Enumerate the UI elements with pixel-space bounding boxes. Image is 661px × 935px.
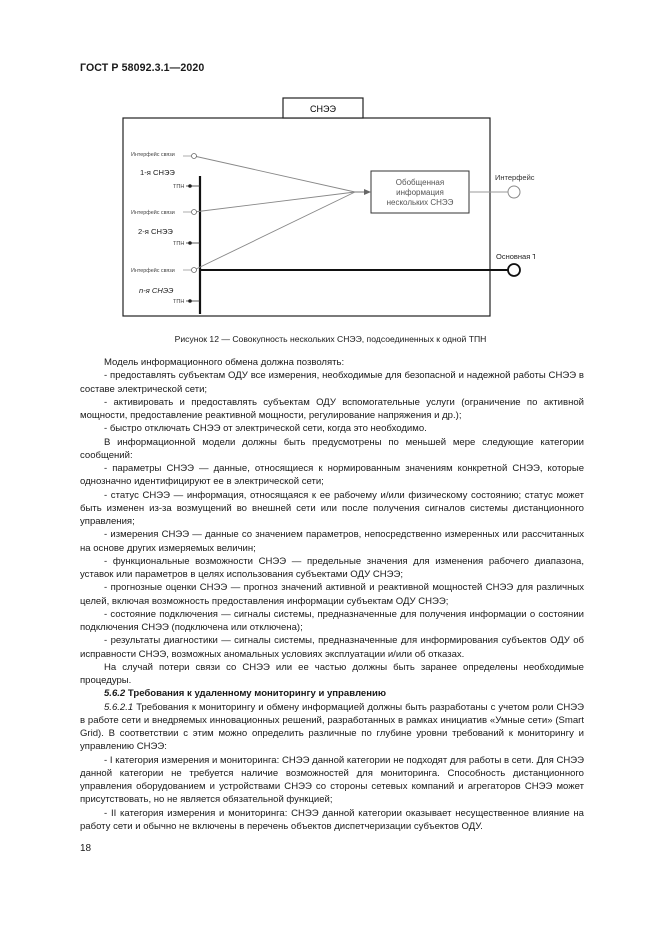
right-iface-terminal: [507, 185, 521, 199]
page-number: 18: [80, 843, 92, 854]
center-box-line-1: Обобщенная: [396, 178, 444, 187]
paragraph: На случай потери связи со СНЭЭ или ее ча…: [80, 661, 584, 686]
document-header: ГОСТ Р 58092.3.1—2020: [80, 62, 205, 74]
unit-2-label: 2-я СНЭЭ: [138, 227, 173, 236]
unit-2-iface-label: Интерфейс связи: [131, 209, 175, 216]
paragraph: В информационной модели должны быть пред…: [80, 436, 584, 461]
center-box: [370, 170, 470, 214]
figure-title: СНЭЭ: [310, 104, 336, 114]
subsection-number: 5.6.2.1: [104, 701, 134, 713]
unit-1-iface-label: Интерфейс связи: [131, 151, 175, 158]
unit-2-tpn-label: ТПН: [173, 241, 184, 247]
list-item: - активировать и предоставлять субъектам…: [80, 396, 584, 421]
outer-frame: [122, 117, 491, 317]
unit-2-iface-terminal: [191, 209, 197, 215]
list-item: - функциональные возможности СНЭЭ — пред…: [80, 555, 584, 580]
unit-n-label: n-я СНЭЭ: [139, 286, 174, 295]
right-iface-label: Интерфейс связи: [495, 173, 535, 182]
center-box-line-3: нескольких СНЭЭ: [387, 198, 454, 207]
section-title: Требования к удаленному мониторингу и уп…: [127, 688, 386, 700]
section-heading: 5.6.2 Требования к удаленному мониторинг…: [80, 687, 584, 700]
unit-n: Интерфейс связи n-я СНЭЭ ТПН: [131, 267, 200, 305]
list-item: - быстро отключать СНЭЭ от электрической…: [104, 423, 427, 435]
unit-1-iface-terminal: [191, 153, 197, 159]
unit-n-iface-label: Интерфейс связи: [131, 267, 175, 274]
unit-2-tpn-dot: [188, 241, 192, 245]
unit-2: Интерфейс связи 2-я СНЭЭ ТПН: [131, 209, 200, 247]
list-item: - параметры СНЭЭ — данные, относящиеся к…: [80, 463, 584, 488]
paragraph: Модель информационного обмена должна поз…: [104, 357, 345, 368]
title-box: [282, 97, 364, 119]
subsection-paragraph: 5.6.2.1 Требования к мониторингу и обмен…: [80, 701, 584, 754]
list-item: - измерения СНЭЭ — данные со значением п…: [80, 529, 584, 554]
list-item: - предоставлять субъектам ОДУ все измере…: [80, 370, 584, 395]
list-item: - состояние подключения — сигналы систем…: [80, 608, 584, 633]
unit-1-tpn-dot: [188, 184, 192, 188]
unit-n-tpn-label: ТПН: [173, 299, 184, 305]
section-number: 5.6.2: [104, 688, 126, 700]
main-tpn-terminal: [507, 263, 521, 277]
figure-12-diagram: СНЭЭ Обобщенная информация нескольких СН…: [122, 97, 535, 317]
subsection-text: Требования к мониторингу и обмену информ…: [80, 701, 585, 753]
center-box-line-2: информация: [396, 188, 444, 197]
unit-n-iface-terminal: [191, 267, 197, 273]
list-item: - I категория измерения и мониторинга: С…: [80, 754, 584, 806]
unit-1: Интерфейс связи 1-я СНЭЭ ТПН: [131, 151, 200, 190]
list-item: - прогнозные оценки СНЭЭ — прогноз значе…: [80, 582, 584, 607]
main-tpn-label: Основная ТПН: [496, 252, 535, 261]
list-item: - результаты диагностики — сигналы систе…: [80, 635, 584, 660]
list-item: - II категория измерения и мониторинга: …: [80, 807, 584, 832]
unit-1-tpn-label: ТПН: [173, 184, 184, 190]
unit-n-tpn-dot: [188, 299, 192, 303]
unit-1-label: 1-я СНЭЭ: [140, 168, 175, 177]
body-text: Модель информационного обмена должна поз…: [80, 356, 584, 833]
arrow-head: [364, 189, 371, 195]
figure-caption: Рисунок 12 — Совокупность нескольких СНЭ…: [174, 334, 487, 344]
list-item: - статус СНЭЭ — информация, относящаяся …: [80, 489, 584, 528]
converging-lines: [193, 155, 356, 271]
